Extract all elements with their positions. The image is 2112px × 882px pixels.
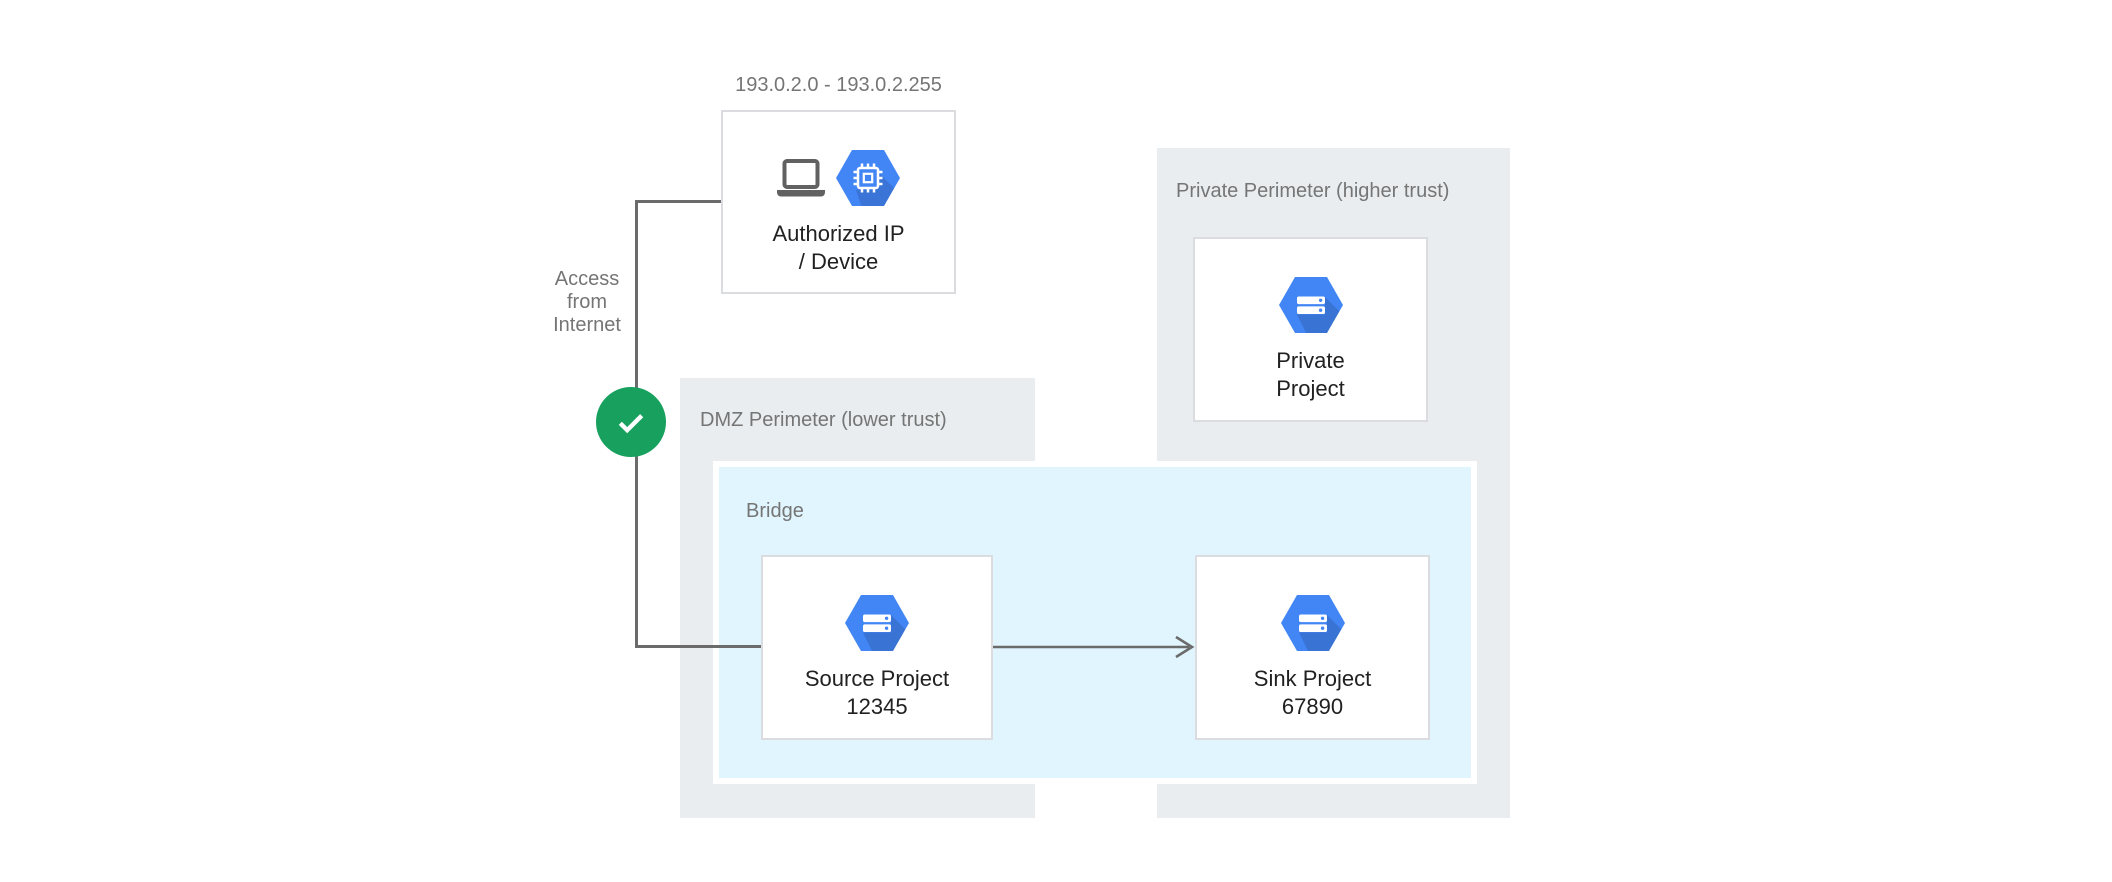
project-hexagon-icon <box>1280 595 1345 651</box>
project-hexagon-icon <box>845 595 909 651</box>
laptop-icon <box>777 159 825 197</box>
access-allowed-badge <box>596 387 666 457</box>
private-project-icon-row <box>1195 275 1426 335</box>
project-hexagon-icon <box>1278 277 1343 333</box>
arrow-icon <box>993 635 1195 659</box>
bridge-label: Bridge <box>746 500 804 522</box>
node-private-project: Private Project <box>1193 237 1428 422</box>
source-to-sink-arrow <box>993 635 1195 664</box>
private-project-node-label: Private Project <box>1276 348 1345 401</box>
private-perimeter-label: Private Perimeter (higher trust) <box>1176 180 1450 202</box>
access-from-internet-label: Access from Internet <box>553 268 621 336</box>
sink-project-icon-row <box>1197 593 1428 653</box>
node-source-project: Source Project 12345 <box>761 555 993 740</box>
ip-range-label: 193.0.2.0 - 193.0.2.255 <box>735 74 942 96</box>
authorized-icon-row <box>723 148 954 208</box>
connector-source-horizontal <box>635 645 761 648</box>
chip-hexagon-icon <box>836 150 900 206</box>
authorized-node-label: Authorized IP / Device <box>772 221 905 274</box>
check-circle-icon <box>618 414 644 434</box>
source-project-icon-row <box>763 593 991 653</box>
source-project-node-label: Source Project 12345 <box>804 666 950 719</box>
node-sink-project: Sink Project 67890 <box>1195 555 1430 740</box>
node-authorized-ip-device: Authorized IP / Device <box>721 110 956 294</box>
connector-authorized-horizontal <box>635 200 721 203</box>
sink-project-node-label: Sink Project 67890 <box>1253 666 1372 719</box>
dmz-perimeter-label: DMZ Perimeter (lower trust) <box>700 409 947 431</box>
